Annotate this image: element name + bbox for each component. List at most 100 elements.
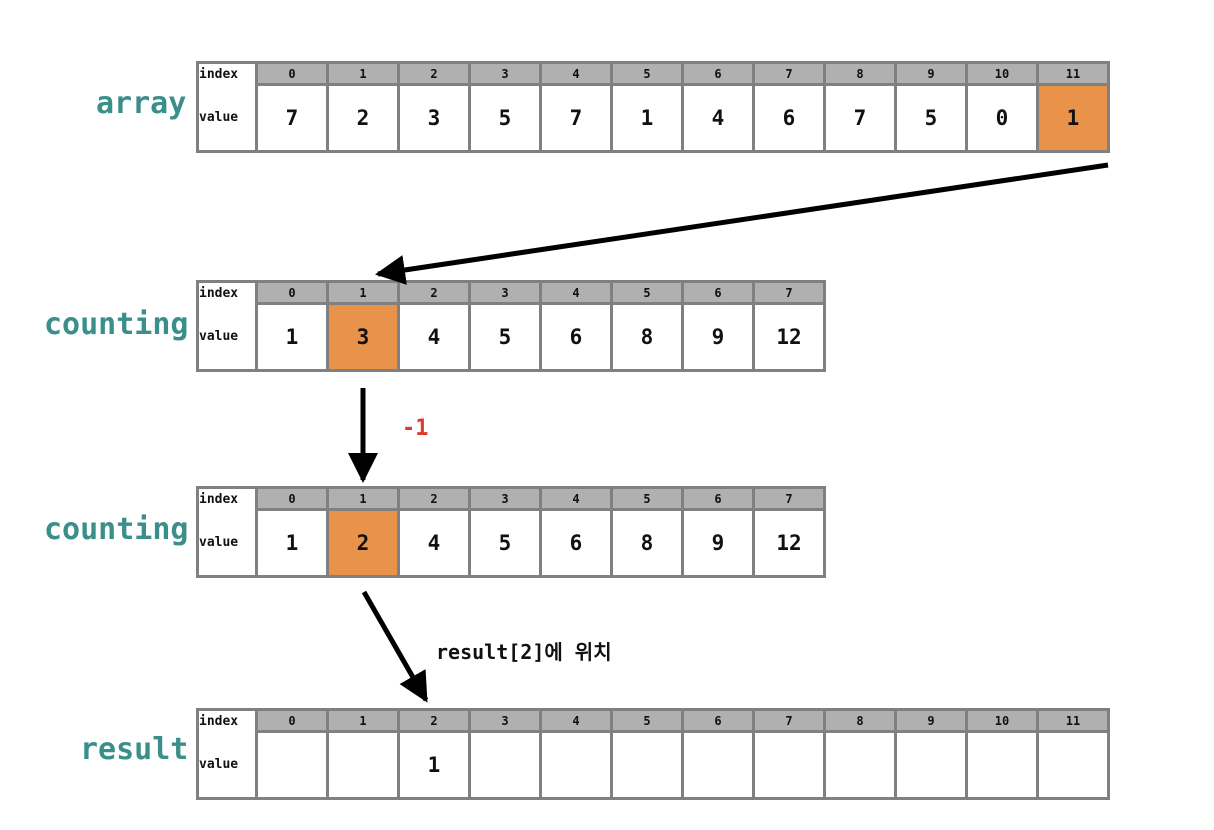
index-cell: 5: [610, 61, 684, 86]
value-cell: 12: [752, 302, 826, 372]
index-cell: 8: [823, 61, 897, 86]
value-cell: 4: [397, 302, 471, 372]
value-cell: 1: [255, 508, 329, 578]
index-cell: 11: [1036, 708, 1110, 733]
index-cell: 7: [752, 486, 826, 511]
value-cell-highlighted: 1: [1036, 83, 1110, 153]
index-cell: 2: [397, 280, 471, 305]
index-cell: 6: [681, 708, 755, 733]
value-cell: 8: [610, 508, 684, 578]
value-cell: 4: [397, 508, 471, 578]
index-cell: 4: [539, 708, 613, 733]
value-cell: 12: [752, 508, 826, 578]
value-cell: [1036, 730, 1110, 800]
counting-label-before: counting: [44, 307, 189, 342]
value-cell: 1: [397, 730, 471, 800]
value-cell-highlighted: 2: [326, 508, 400, 578]
index-cell: 0: [255, 61, 329, 86]
value-cell: 9: [681, 508, 755, 578]
value-cell: 1: [610, 83, 684, 153]
value-cell: [539, 730, 613, 800]
value-cell: 4: [681, 83, 755, 153]
arrow-counting-to-result: [361, 590, 429, 703]
index-cell: 4: [539, 61, 613, 86]
index-cell: 3: [468, 708, 542, 733]
value-cell: 5: [468, 302, 542, 372]
index-cell: 8: [823, 708, 897, 733]
index-header: index: [197, 709, 257, 732]
value-cell: [255, 730, 329, 800]
index-cell: 2: [397, 61, 471, 86]
index-cell: 5: [610, 280, 684, 305]
value-cell: [752, 730, 826, 800]
index-cell: 6: [681, 61, 755, 86]
index-cell: 4: [539, 486, 613, 511]
index-cell: 0: [255, 486, 329, 511]
index-cell: 10: [965, 708, 1039, 733]
value-cell: 6: [539, 302, 613, 372]
index-cell: 10: [965, 61, 1039, 86]
value-cell: 3: [397, 83, 471, 153]
index-cell: 2: [397, 486, 471, 511]
index-cell: 7: [752, 708, 826, 733]
index-cell: 1: [326, 61, 400, 86]
index-cell: 0: [255, 708, 329, 733]
value-cell: [610, 730, 684, 800]
arrow-array-to-counting: [375, 162, 1109, 285]
value-cell: 8: [610, 302, 684, 372]
index-cell: 4: [539, 280, 613, 305]
value-cell: 5: [894, 83, 968, 153]
value-cell: 7: [255, 83, 329, 153]
result-label: result: [80, 732, 189, 767]
index-cell: 6: [681, 280, 755, 305]
index-cell: 1: [326, 486, 400, 511]
value-cell: 2: [326, 83, 400, 153]
index-cell: 9: [894, 61, 968, 86]
value-header: value: [197, 303, 257, 371]
index-cell: 5: [610, 708, 684, 733]
value-cell-highlighted: 3: [326, 302, 400, 372]
index-cell: 3: [468, 61, 542, 86]
index-header: index: [197, 281, 257, 304]
value-cell: [468, 730, 542, 800]
value-cell: 1: [255, 302, 329, 372]
index-header: index: [197, 487, 257, 510]
value-cell: [965, 730, 1039, 800]
index-cell: 1: [326, 708, 400, 733]
value-cell: 7: [823, 83, 897, 153]
value-header: value: [197, 731, 257, 799]
value-cell: 7: [539, 83, 613, 153]
value-cell: 5: [468, 83, 542, 153]
value-cell: 6: [539, 508, 613, 578]
index-cell: 3: [468, 280, 542, 305]
index-header: index: [197, 62, 257, 85]
value-cell: [823, 730, 897, 800]
value-cell: 0: [965, 83, 1039, 153]
value-header: value: [197, 84, 257, 152]
index-cell: 7: [752, 61, 826, 86]
value-cell: 9: [681, 302, 755, 372]
index-cell: 0: [255, 280, 329, 305]
value-cell: [681, 730, 755, 800]
decrement-label: -1: [402, 416, 429, 441]
index-cell: 5: [610, 486, 684, 511]
value-cell: 5: [468, 508, 542, 578]
index-cell: 11: [1036, 61, 1110, 86]
counting-label-after: counting: [44, 512, 189, 547]
index-cell: 7: [752, 280, 826, 305]
value-cell: [894, 730, 968, 800]
placement-label: result[2]에 위치: [436, 640, 612, 664]
index-cell: 3: [468, 486, 542, 511]
array-label: array: [96, 86, 187, 121]
value-cell: [326, 730, 400, 800]
index-cell: 2: [397, 708, 471, 733]
value-cell: 6: [752, 83, 826, 153]
value-header: value: [197, 509, 257, 577]
index-cell: 1: [326, 280, 400, 305]
index-cell: 6: [681, 486, 755, 511]
